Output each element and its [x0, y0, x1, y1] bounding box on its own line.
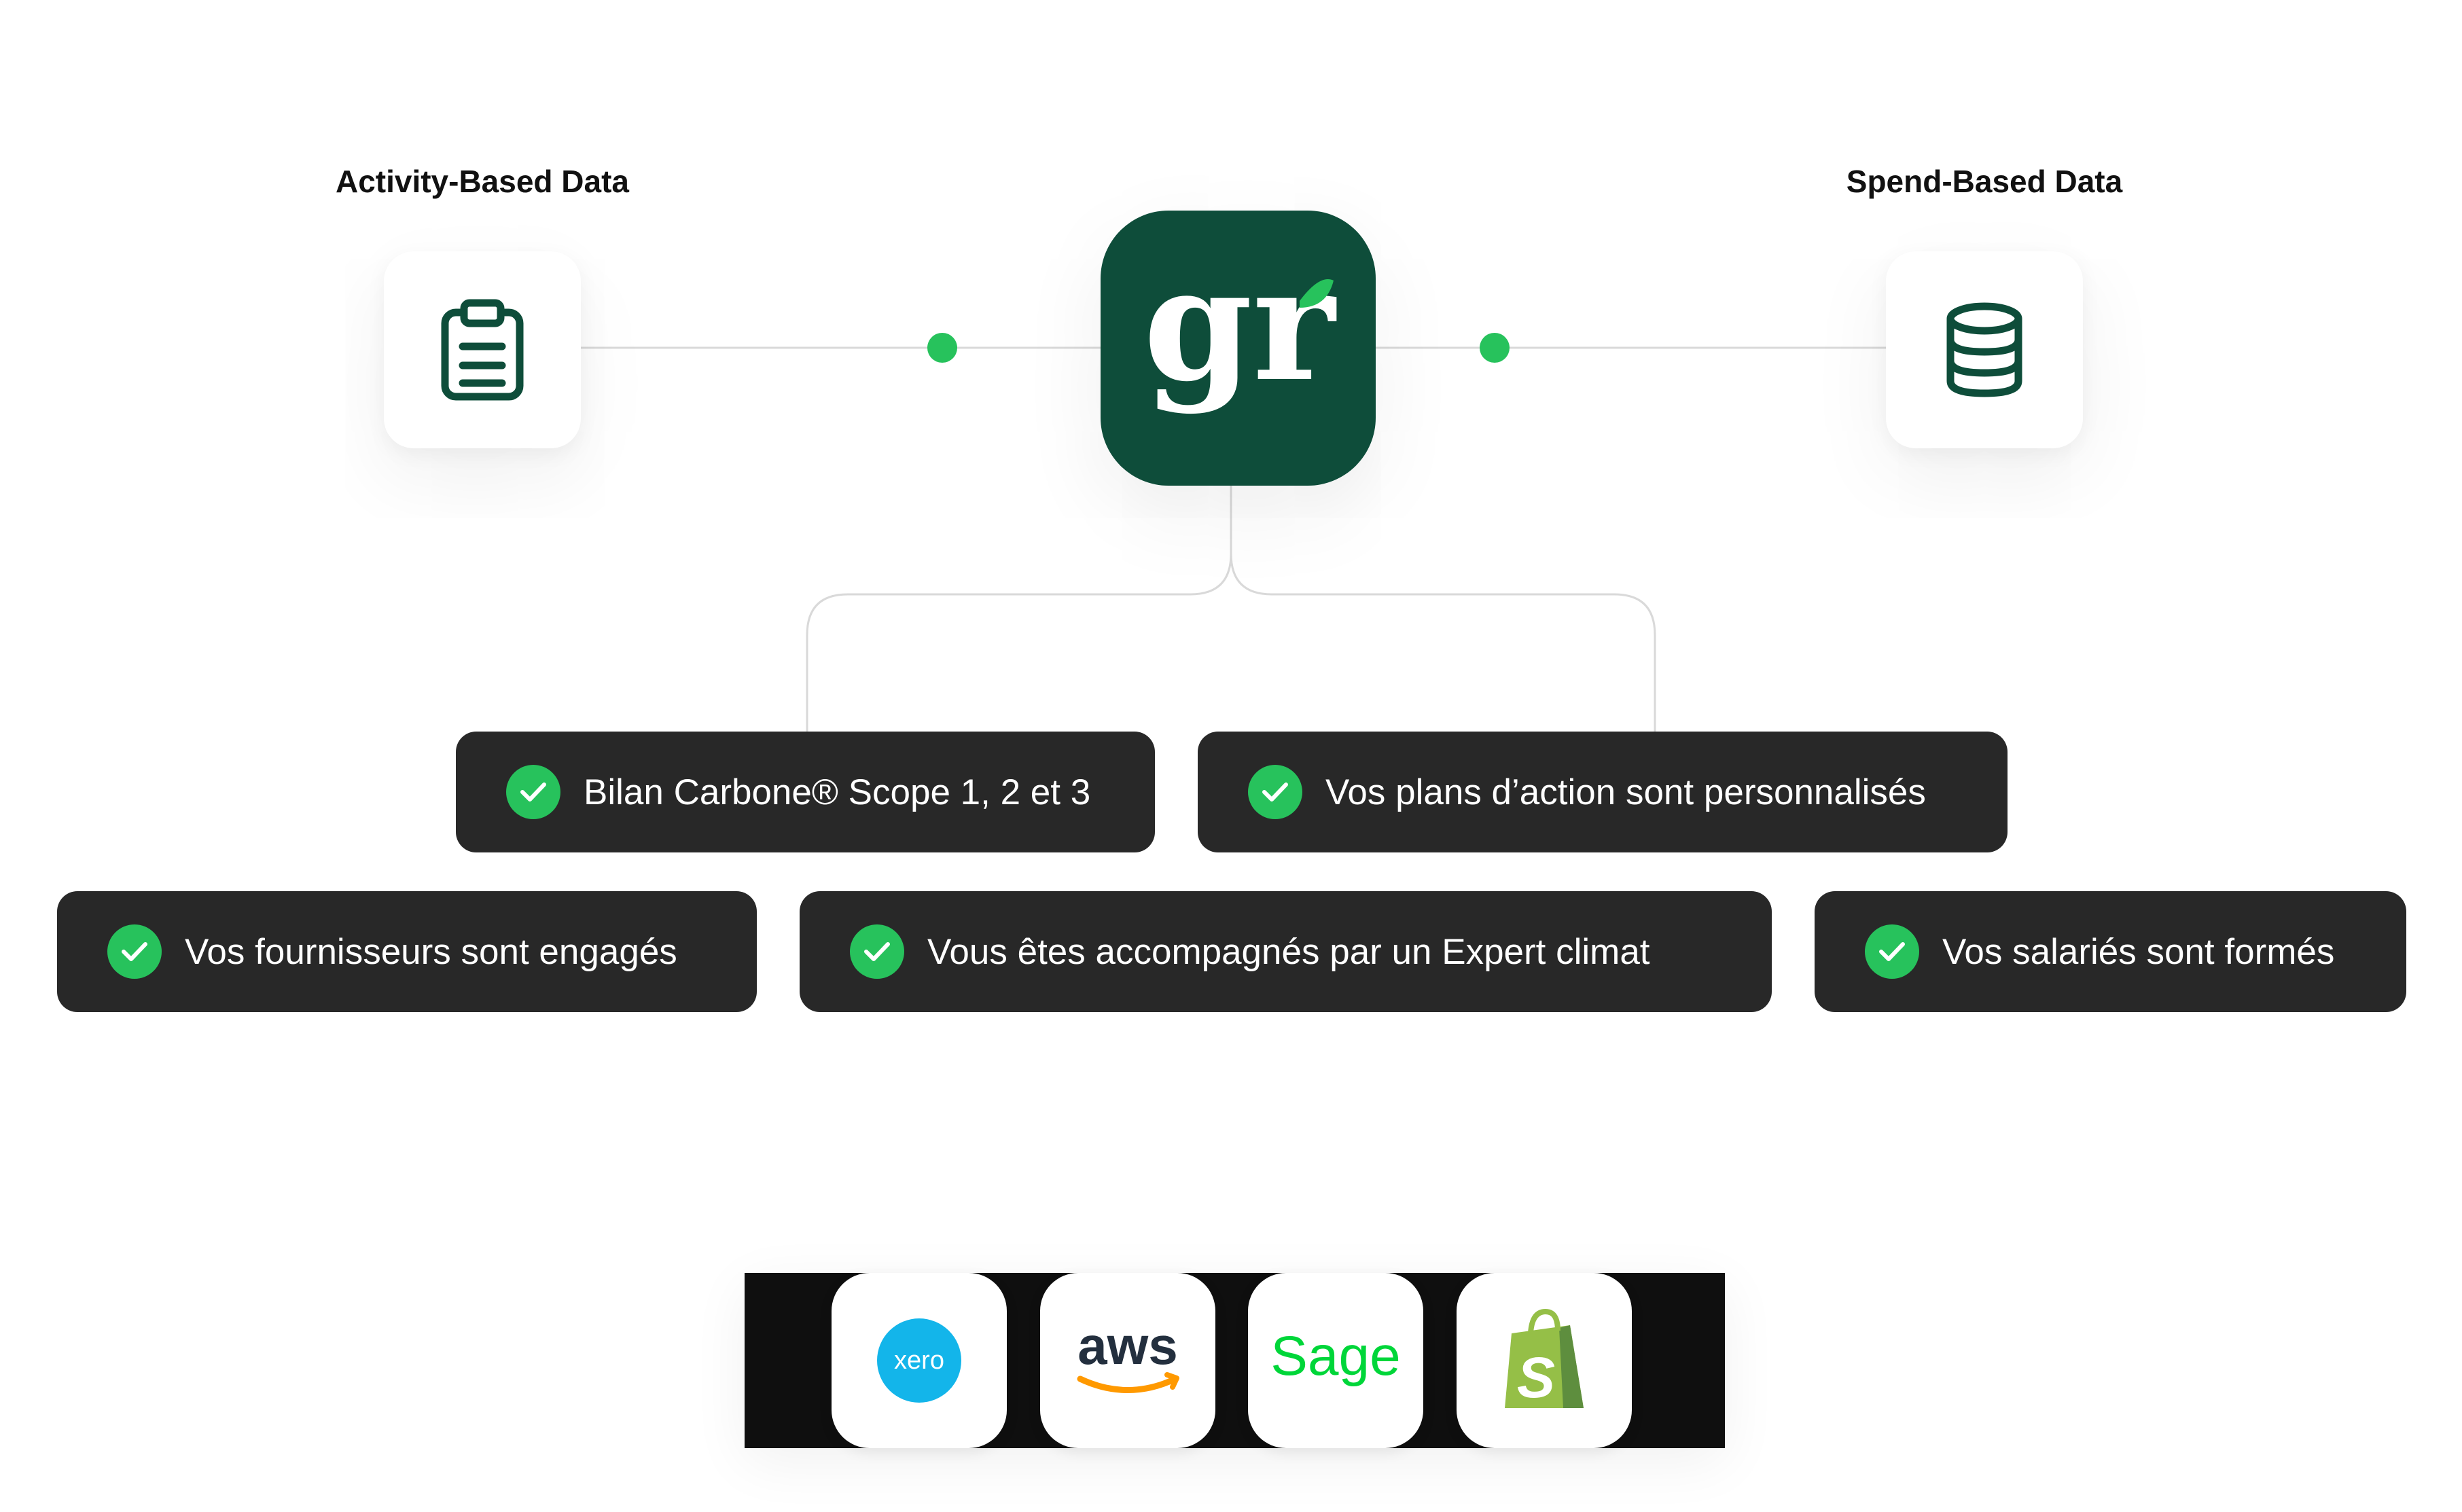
checkmark-icon — [1248, 765, 1302, 819]
checkmark-icon — [107, 924, 162, 979]
greenly-logo-tile: gr — [1101, 211, 1376, 486]
shopify-logo-icon: S — [1505, 1308, 1584, 1409]
spend-data-card — [1886, 251, 2083, 448]
connector-dot-right — [1480, 333, 1510, 363]
feature-label: Vos fournisseurs sont engagés — [185, 931, 677, 972]
checkmark-icon — [506, 765, 560, 819]
sage-logo-icon: Sage — [1270, 1325, 1401, 1387]
feature-label: Vos salariés sont formés — [1942, 931, 2335, 972]
greenly-logo-icon: gr — [1143, 260, 1337, 416]
checkmark-icon — [1865, 924, 1919, 979]
integration-aws: aws — [1040, 1273, 1215, 1448]
connector-dot-left — [927, 333, 957, 363]
svg-text:xero: xero — [894, 1346, 944, 1375]
xero-logo-icon: xero — [877, 1318, 961, 1403]
checkmark-icon — [850, 924, 904, 979]
feature-label: Vos plans d’action sont personnalisés — [1325, 772, 1926, 812]
feature-pill-climate-expert: Vous êtes accompagnés par un Expert clim… — [800, 891, 1772, 1012]
svg-text:aws: aws — [1077, 1316, 1177, 1375]
svg-text:S: S — [1517, 1346, 1555, 1409]
svg-text:Sage: Sage — [1270, 1325, 1401, 1387]
feature-pill-bilan-carbone: Bilan Carbone® Scope 1, 2 et 3 — [456, 732, 1155, 852]
integration-shopify: S — [1457, 1273, 1632, 1448]
spend-data-label: Spend-Based Data — [1846, 164, 2123, 199]
integrations-strip: xero aws Sage S — [745, 1273, 1725, 1448]
integration-sage: Sage — [1248, 1273, 1423, 1448]
feature-label: Vous êtes accompagnés par un Expert clim… — [927, 931, 1650, 972]
svg-text:gr: gr — [1143, 260, 1337, 416]
activity-data-label: Activity-Based Data — [335, 164, 630, 199]
feature-pill-suppliers: Vos fournisseurs sont engagés — [57, 891, 757, 1012]
integration-xero: xero — [832, 1273, 1007, 1448]
aws-logo-icon: aws — [1077, 1316, 1179, 1393]
feature-label: Bilan Carbone® Scope 1, 2 et 3 — [584, 772, 1091, 812]
clipboard-icon — [441, 299, 524, 401]
feature-pill-action-plans: Vos plans d’action sont personnalisés — [1198, 732, 2008, 852]
feature-pill-employees: Vos salariés sont formés — [1815, 891, 2406, 1012]
database-icon — [1946, 302, 2022, 397]
activity-data-card — [384, 251, 581, 448]
